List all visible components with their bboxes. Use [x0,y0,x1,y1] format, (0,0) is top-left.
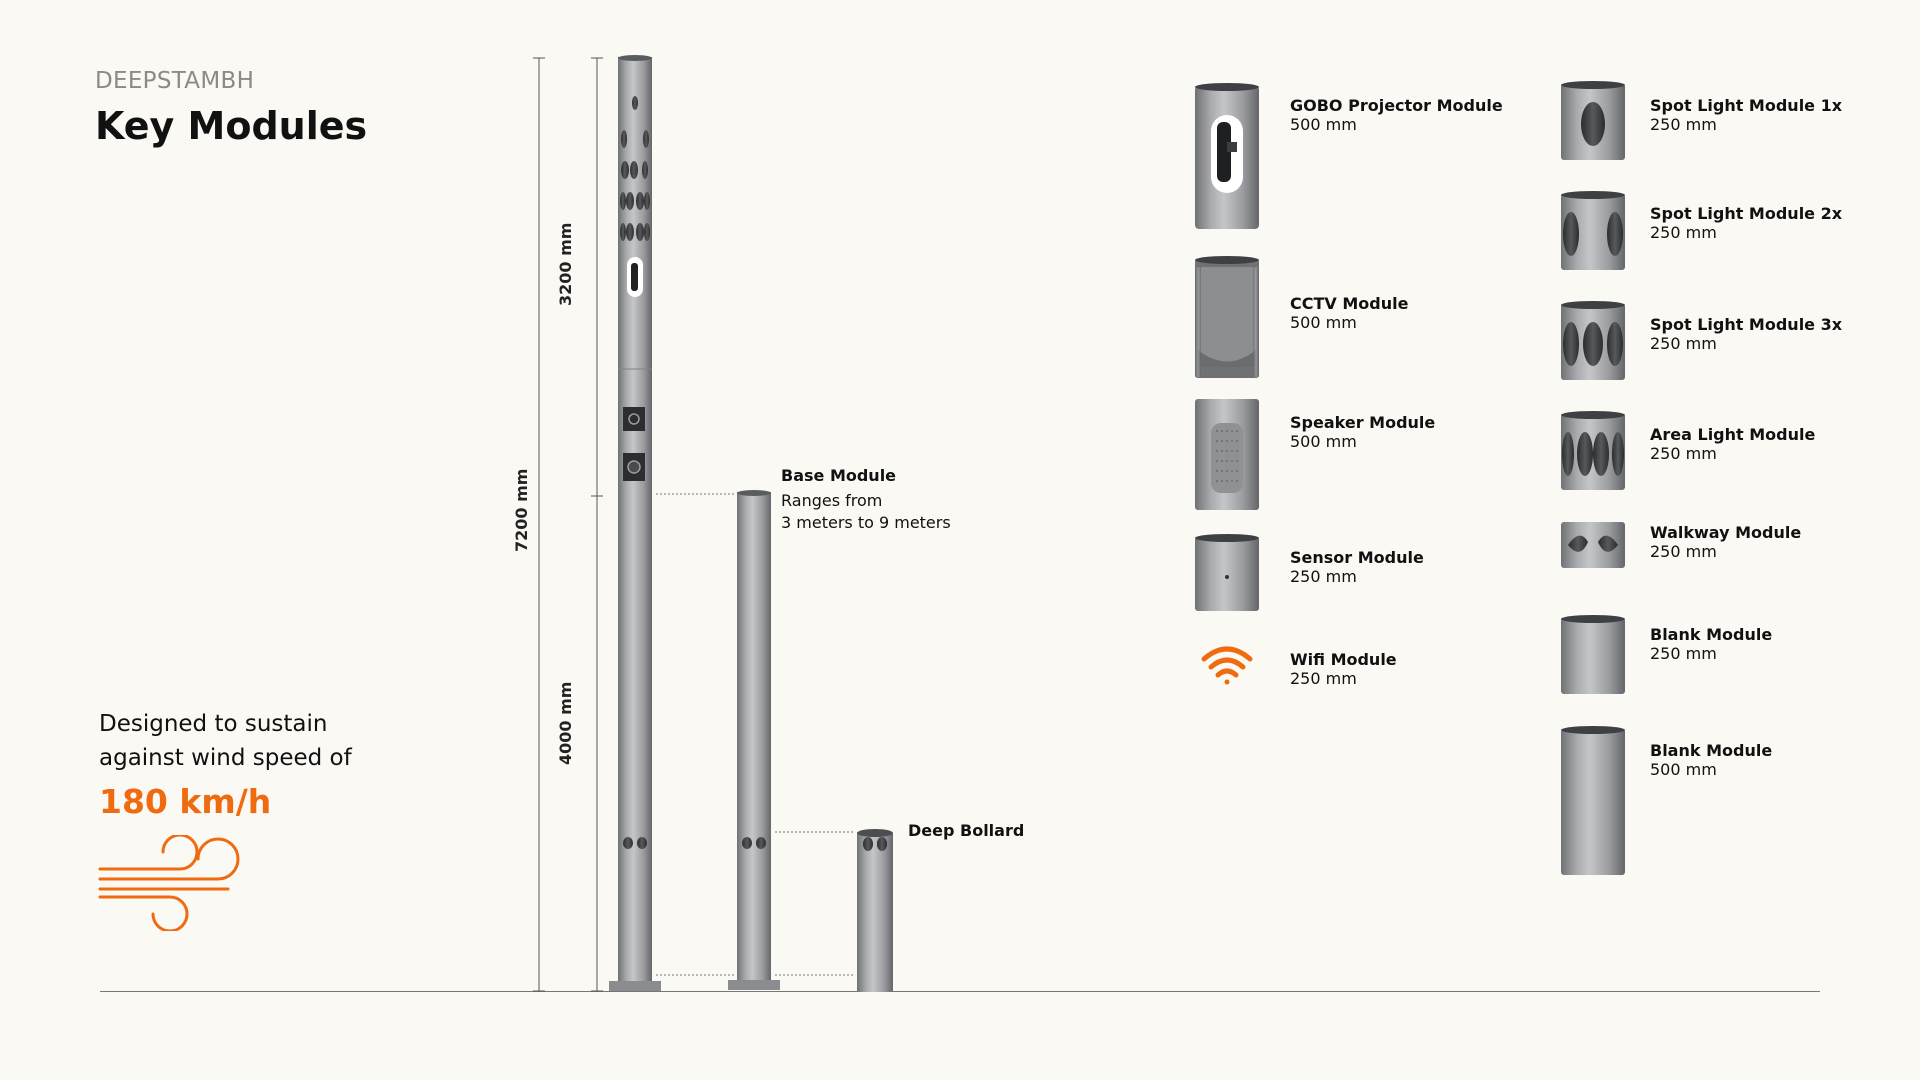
blank-module-500-text: Blank Module 500 mm [1650,741,1772,779]
base-module-pole [728,490,780,990]
spot-light-3x-icon [1561,301,1625,380]
gobo-projector-module-icon [1195,83,1259,229]
spot-light-3x-text: Spot Light Module 3x 250 mm [1650,315,1842,353]
module-name: Wifi Module [1290,650,1397,669]
upper-height-label: 3200 mm [556,222,575,306]
cctv-module-text: CCTV Module 500 mm [1290,294,1408,332]
module-name: Spot Light Module 2x [1650,204,1843,223]
base-module-line-2: 3 meters to 9 meters [781,513,951,532]
module-size: 250 mm [1650,542,1717,561]
module-name: Spot Light Module 1x [1650,96,1843,115]
module-name: Area Light Module [1650,425,1816,444]
wind-line-2: against wind speed of [99,745,352,771]
ground-line [100,991,1820,992]
module-name: CCTV Module [1290,294,1409,313]
gobo-projector-module-text: GOBO Projector Module 500 mm [1290,96,1503,134]
module-size: 250 mm [1650,444,1717,463]
total-height-label: 7200 mm [512,468,531,552]
module-size: 500 mm [1290,115,1357,134]
module-name: Blank Module [1650,625,1773,644]
module-name: Blank Module [1650,741,1773,760]
blank-module-250-text: Blank Module 250 mm [1650,625,1772,663]
bollard [857,829,893,992]
module-size: 250 mm [1290,567,1357,586]
speaker-module-icon [1195,399,1259,510]
base-module-label: Base Module Ranges from 3 meters to 9 me… [781,465,951,534]
area-light-module-icon [1561,411,1625,490]
module-name: Speaker Module [1290,413,1436,432]
wind-line-1: Designed to sustain [99,711,328,737]
deep-bollard-label: Deep Bollard [908,821,1025,840]
wind-speed-value: 180 km/h [99,782,272,821]
main-pole [609,55,661,991]
walkway-module-icon [1561,522,1625,568]
module-size: 500 mm [1290,313,1357,332]
wifi-module-text: Wifi Module 250 mm [1290,650,1397,688]
module-size: 250 mm [1650,115,1717,134]
module-size: 250 mm [1290,669,1357,688]
sensor-module-icon [1195,534,1259,611]
wind-icon [98,833,258,935]
lower-height-label: 4000 mm [556,681,575,765]
module-size: 250 mm [1650,644,1717,663]
wifi-icon [1201,646,1253,685]
blank-module-250-icon [1561,615,1625,694]
cctv-module-icon [1195,256,1259,378]
dimension-lines [533,57,603,992]
spot-light-2x-icon [1561,191,1625,270]
spot-light-1x-text: Spot Light Module 1x 250 mm [1650,96,1842,134]
base-module-line-1: Ranges from [781,491,883,510]
brand-name: DEEPSTAMBH [95,68,255,94]
walkway-module-text: Walkway Module 250 mm [1650,523,1801,561]
area-light-module-text: Area Light Module 250 mm [1650,425,1815,463]
wind-description: Designed to sustain against wind speed o… [99,707,352,775]
module-size: 500 mm [1650,760,1717,779]
module-name: GOBO Projector Module [1290,96,1503,115]
module-name: Spot Light Module 3x [1650,315,1843,334]
module-size: 250 mm [1650,223,1717,242]
page-title: Key Modules [95,104,368,148]
base-module-title: Base Module [781,466,897,485]
module-size: 500 mm [1290,432,1357,451]
spot-light-1x-icon [1561,81,1625,160]
module-name: Sensor Module [1290,548,1424,567]
module-name: Walkway Module [1650,523,1802,542]
speaker-module-text: Speaker Module 500 mm [1290,413,1435,451]
spot-light-2x-text: Spot Light Module 2x 250 mm [1650,204,1842,242]
leader-lines [656,493,855,976]
module-size: 250 mm [1650,334,1717,353]
sensor-module-text: Sensor Module 250 mm [1290,548,1424,586]
blank-module-500-icon [1561,726,1625,875]
